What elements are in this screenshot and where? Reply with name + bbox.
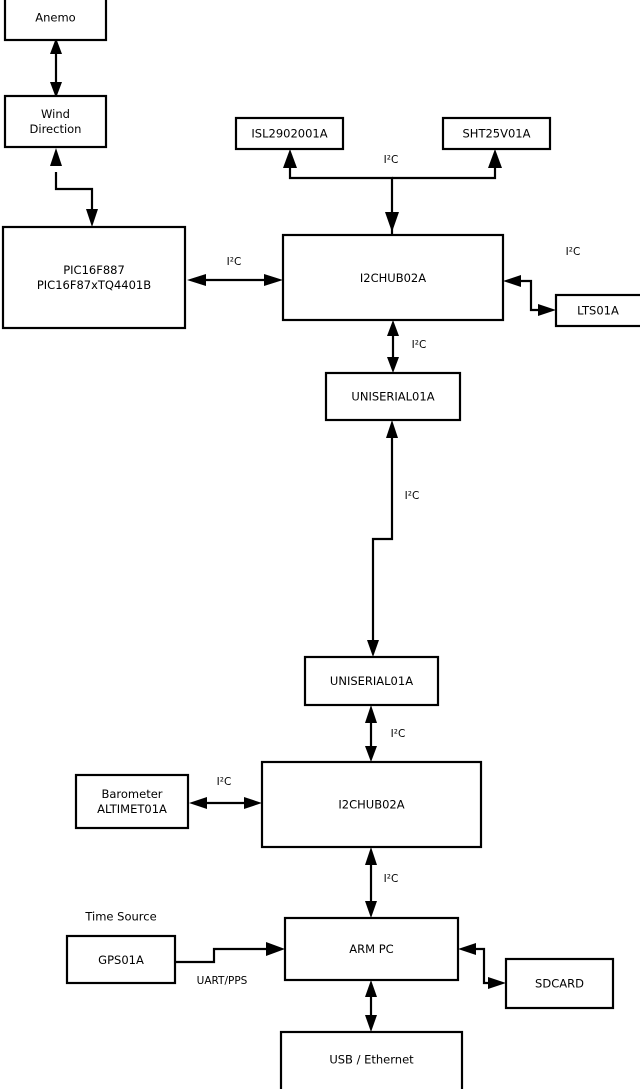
- node-i2chub02a-bottom-label: I2CHUB02A: [338, 798, 404, 812]
- node-usb-ethernet[interactable]: USB / Ethernet: [279, 1030, 464, 1089]
- label-hub-sensors: I²C: [384, 154, 399, 166]
- connection-layer: [50, 38, 556, 1032]
- conn-hub-armpc: [365, 847, 377, 918]
- conn-gps-armpc: [175, 942, 285, 964]
- conn-armpc-usb: [365, 980, 377, 1032]
- conn-baro-hub: [189, 797, 262, 809]
- arrowhead-down: [387, 357, 399, 373]
- conn-uniserial2-hub: [365, 705, 377, 762]
- node-uniserial01a-bottom-label: UNISERIAL01A: [330, 674, 413, 688]
- node-uniserial01a-top[interactable]: UNISERIAL01A: [324, 371, 462, 422]
- arrowhead-right: [244, 797, 262, 809]
- arrowhead-left-armpc: [458, 943, 476, 955]
- node-sht25v01a-label: SHT25V01A: [463, 127, 531, 141]
- arrowhead-up: [365, 705, 377, 723]
- arrowhead-right-sdcard: [488, 977, 506, 989]
- arrowhead-up: [50, 148, 62, 166]
- node-isl2902001a[interactable]: ISL2902001A: [234, 116, 345, 151]
- arrowhead-right-lts: [538, 304, 556, 316]
- arrowhead-down: [365, 746, 377, 762]
- arrowhead-down-hub: [385, 212, 399, 232]
- arrowhead-left-hub: [503, 275, 521, 287]
- node-sdcard[interactable]: SDCARD: [504, 957, 615, 1010]
- node-gps01a-label: GPS01A: [98, 953, 144, 967]
- node-i2chub02a-top-label: I2CHUB02A: [360, 271, 426, 285]
- arrowhead-left: [189, 797, 207, 809]
- arrowhead-down: [365, 901, 377, 918]
- conn-wind-pic: [50, 148, 98, 227]
- node-usb-ethernet-label: USB / Ethernet: [329, 1053, 414, 1067]
- node-lts01a[interactable]: LTS01A: [554, 293, 640, 328]
- conn-uniserial-link: [367, 420, 398, 657]
- label-hub-lts: I²C: [566, 246, 581, 258]
- arrowhead-down: [50, 82, 62, 98]
- arrowhead-right: [264, 274, 283, 286]
- conn-hub-sensors: [283, 149, 502, 235]
- node-uniserial01a-top-label: UNISERIAL01A: [351, 390, 434, 404]
- arrowhead-up: [365, 847, 377, 865]
- node-arm-pc[interactable]: ARM PC: [283, 916, 460, 982]
- node-sht25v01a[interactable]: SHT25V01A: [441, 116, 552, 151]
- label-hub-uniserial: I²C: [412, 339, 427, 351]
- arrowhead-right: [266, 942, 285, 956]
- node-i2chub02a-bottom[interactable]: I2CHUB02A: [260, 760, 483, 849]
- label-baro-hub: I²C: [217, 776, 232, 788]
- conn-pic-hub: [187, 274, 283, 286]
- node-anemo-label: Anemo: [35, 11, 75, 25]
- time-source-label: Time Source: [84, 910, 156, 924]
- node-isl2902001a-label: ISL2902001A: [251, 127, 327, 141]
- arrowhead-down: [86, 209, 98, 227]
- conn-hub-lts: [503, 275, 556, 316]
- conn-hub-uniserial1: [387, 320, 399, 373]
- arrowhead-up-isl: [283, 149, 297, 168]
- conn-armpc-sdcard: [458, 943, 506, 989]
- arrowhead-up: [386, 420, 398, 438]
- arrowhead-up: [365, 980, 377, 997]
- node-anemo[interactable]: Anemo: [3, 0, 108, 42]
- node-uniserial01a-bottom[interactable]: UNISERIAL01A: [303, 655, 440, 707]
- label-gps-armpc: UART/PPS: [197, 975, 248, 987]
- label-layer: I²C I²C I²C I²C I²C I²C I²C I²C UART/PPS…: [84, 154, 580, 987]
- node-arm-pc-label: ARM PC: [349, 942, 393, 956]
- arrowhead-down: [365, 1015, 377, 1032]
- arrowhead-down: [367, 640, 379, 657]
- node-i2chub02a-top[interactable]: I2CHUB02A: [281, 233, 505, 322]
- label-uniserial-link: I²C: [405, 490, 420, 502]
- node-lts01a-label: LTS01A: [577, 304, 619, 318]
- arrowhead-up-sht: [488, 149, 502, 168]
- arrowhead-up: [50, 38, 62, 54]
- node-sdcard-label: SDCARD: [535, 977, 584, 991]
- conn-anemo-wind: [50, 38, 62, 98]
- node-gps01a[interactable]: GPS01A: [65, 934, 177, 985]
- label-pic-hub: I²C: [227, 256, 242, 268]
- arrowhead-up: [387, 320, 399, 336]
- label-uniserial2-hub: I²C: [391, 728, 406, 740]
- label-hub-armpc: I²C: [384, 873, 399, 885]
- arrowhead-left: [187, 274, 206, 286]
